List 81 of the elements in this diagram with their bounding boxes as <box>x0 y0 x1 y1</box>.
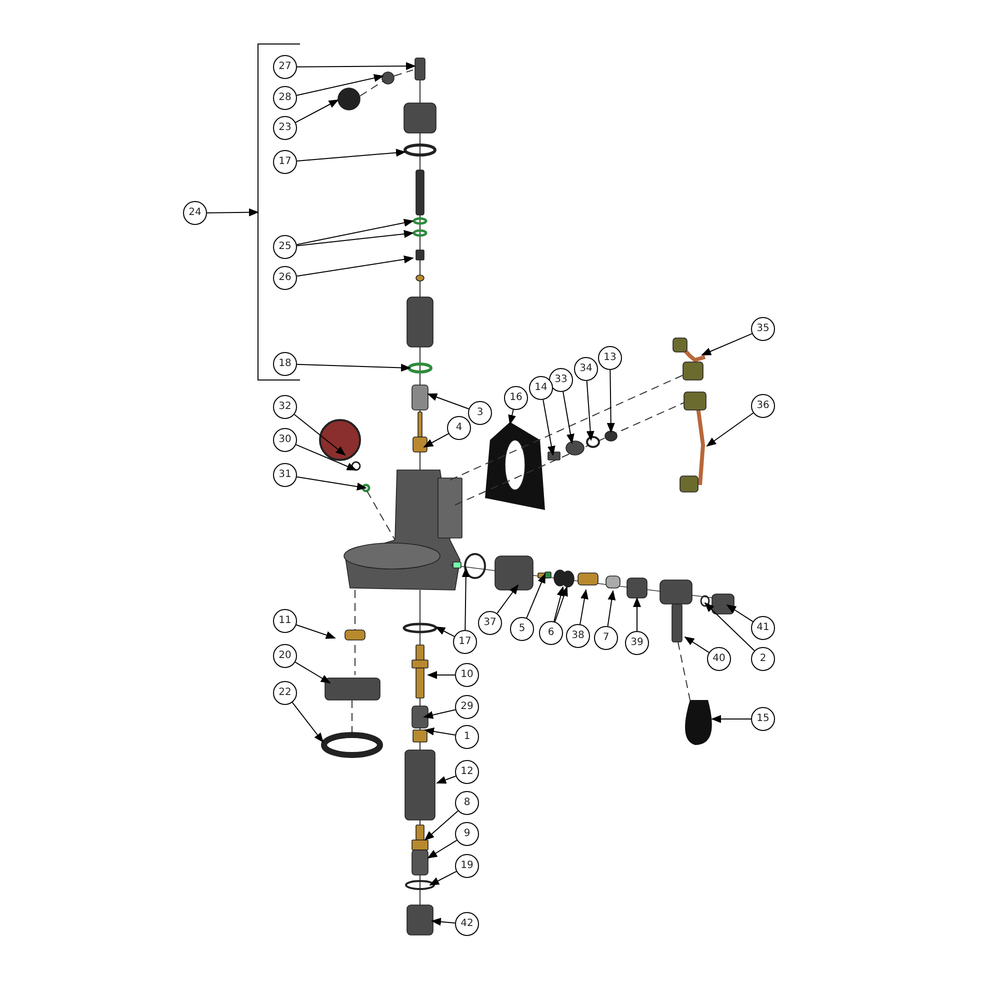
leader-line <box>296 74 384 96</box>
leader-line <box>508 409 516 425</box>
leader-line <box>294 662 331 684</box>
leader-line <box>606 370 615 433</box>
callout-number: 19 <box>455 854 479 878</box>
leader-line <box>296 444 357 470</box>
leader-line <box>429 870 457 886</box>
leader-line <box>436 776 456 784</box>
callout-number: 33 <box>549 368 573 392</box>
callout-number: 8 <box>455 791 479 815</box>
leader-line <box>296 148 406 162</box>
leader-line <box>424 728 456 736</box>
leader-line <box>711 715 752 723</box>
leader-line <box>435 626 455 637</box>
callout-number: 11 <box>273 609 297 633</box>
callout-number: 32 <box>273 395 297 419</box>
leader-line <box>726 604 754 622</box>
callout-number: 35 <box>751 317 775 341</box>
leader-line <box>206 208 259 216</box>
leader-line <box>554 586 568 622</box>
leader-line <box>296 364 411 372</box>
callout-number: 1 <box>455 725 479 749</box>
callout-number: 4 <box>447 416 471 440</box>
leader-line <box>562 391 574 444</box>
callout-number: 10 <box>455 663 479 687</box>
callout-number: 22 <box>273 681 297 705</box>
leader-line <box>296 62 416 70</box>
callout-number: 41 <box>751 616 775 640</box>
leader-line <box>462 567 470 630</box>
callout-number: 36 <box>751 394 775 418</box>
leader-line <box>296 218 414 246</box>
leader-line <box>427 840 458 859</box>
callout-number: 29 <box>455 695 479 719</box>
leader-line <box>701 333 752 356</box>
leader-line <box>431 918 456 926</box>
leader-line <box>526 573 546 618</box>
leader-line <box>296 230 414 246</box>
leader-line <box>295 100 339 123</box>
callout-number: 40 <box>707 647 731 671</box>
callout-number: 7 <box>594 626 618 650</box>
leader-line <box>292 702 324 743</box>
leader-line <box>296 255 414 277</box>
callout-number: 38 <box>566 624 590 648</box>
leader-line <box>633 597 641 632</box>
callout-number: 9 <box>455 822 479 846</box>
leader-line <box>296 624 336 639</box>
leader-line <box>607 590 616 627</box>
callout-number: 31 <box>273 463 297 487</box>
leader-line <box>684 636 710 653</box>
leader-line <box>423 433 449 448</box>
callout-number: 24 <box>183 201 207 225</box>
callout-number: 42 <box>455 912 479 936</box>
callout-number: 34 <box>574 357 598 381</box>
leader-line <box>706 412 754 447</box>
callout-number: 37 <box>478 611 502 635</box>
callout-number: 6 <box>539 621 563 645</box>
callout-number: 17 <box>453 630 477 654</box>
leader-line <box>496 584 519 614</box>
leader-line <box>554 586 565 622</box>
leader-line <box>294 414 346 456</box>
leader-line <box>580 589 588 625</box>
leader-line <box>704 602 755 652</box>
leader-line <box>427 393 470 410</box>
leader-line <box>586 380 594 441</box>
callout-number: 13 <box>598 346 622 370</box>
callout-number: 5 <box>510 617 534 641</box>
leader-line <box>423 709 456 719</box>
leader-line <box>424 810 458 841</box>
leader-line <box>542 399 556 456</box>
callout-number: 30 <box>273 428 297 452</box>
callout-number: 39 <box>625 631 649 655</box>
bracket <box>258 44 300 380</box>
callout-number: 3 <box>468 401 492 425</box>
callout-number: 12 <box>455 760 479 784</box>
callout-number: 15 <box>751 707 775 731</box>
callout-number: 16 <box>504 386 528 410</box>
leader-line <box>427 671 456 679</box>
callout-number: 2 <box>751 647 775 671</box>
callout-number: 20 <box>273 644 297 668</box>
leader-line <box>296 476 367 491</box>
callout-number: 14 <box>529 376 553 400</box>
